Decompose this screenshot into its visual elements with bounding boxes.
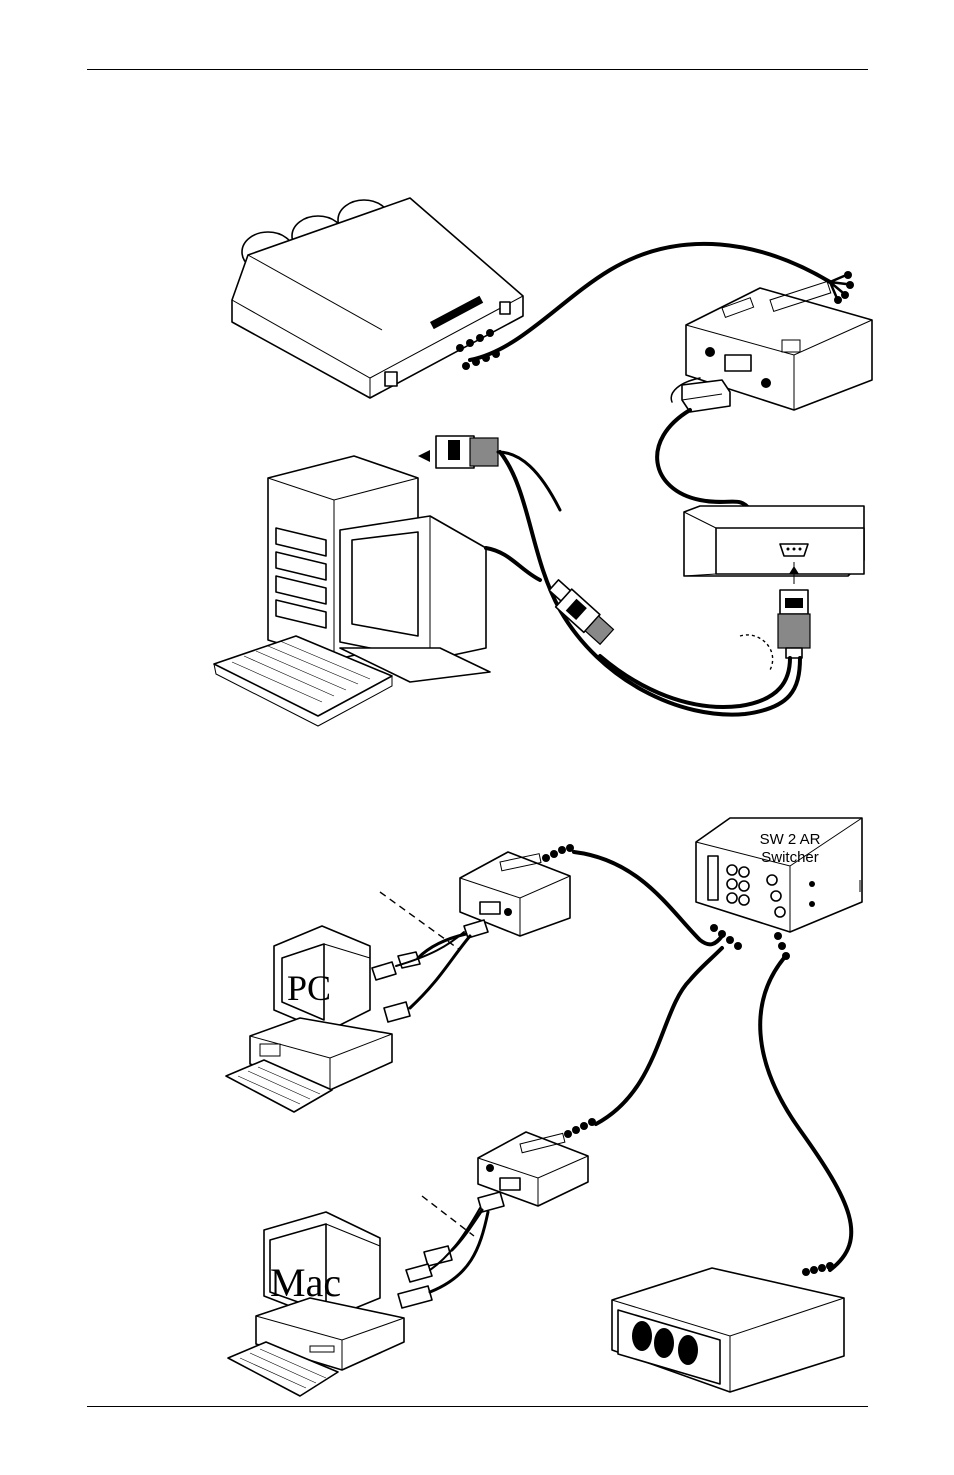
adapter-cable	[657, 410, 750, 510]
monitor-cable	[486, 548, 540, 580]
pc-dashed-line	[380, 892, 460, 950]
pc-label: PC	[287, 968, 331, 1008]
bnc-fanout-projector	[462, 350, 500, 370]
switcher-label-line1: SW 2 AR	[760, 831, 821, 848]
mac-buffer	[684, 506, 864, 576]
mac-adapter-connector	[682, 380, 730, 412]
switcher-label-line2: Switcher	[761, 849, 819, 866]
mac-label: Mac	[270, 1260, 341, 1305]
projector-top	[232, 198, 523, 398]
switcher-to-projector-cable	[760, 958, 851, 1270]
mac-to-switcher-cable	[596, 948, 722, 1124]
vga-adapter-top	[418, 436, 498, 468]
projector-bottom	[612, 1268, 844, 1392]
bnc-fanout-mac-interface	[564, 1118, 596, 1138]
bnc-fanout-switcher	[710, 924, 790, 960]
mac-computer: Mac	[228, 1212, 404, 1396]
vga-plug-right	[778, 590, 810, 658]
switcher: SW 2 AR Switcher	[696, 818, 862, 932]
bnc-fanout-pc-interface	[542, 844, 574, 862]
bnc-fanout-projector-bottom	[802, 1262, 834, 1276]
computer-workstation	[214, 456, 490, 726]
pc-computer: PC	[226, 926, 392, 1112]
bnc-fanout-top-right	[830, 271, 854, 304]
monitor-cable-right	[500, 452, 800, 715]
